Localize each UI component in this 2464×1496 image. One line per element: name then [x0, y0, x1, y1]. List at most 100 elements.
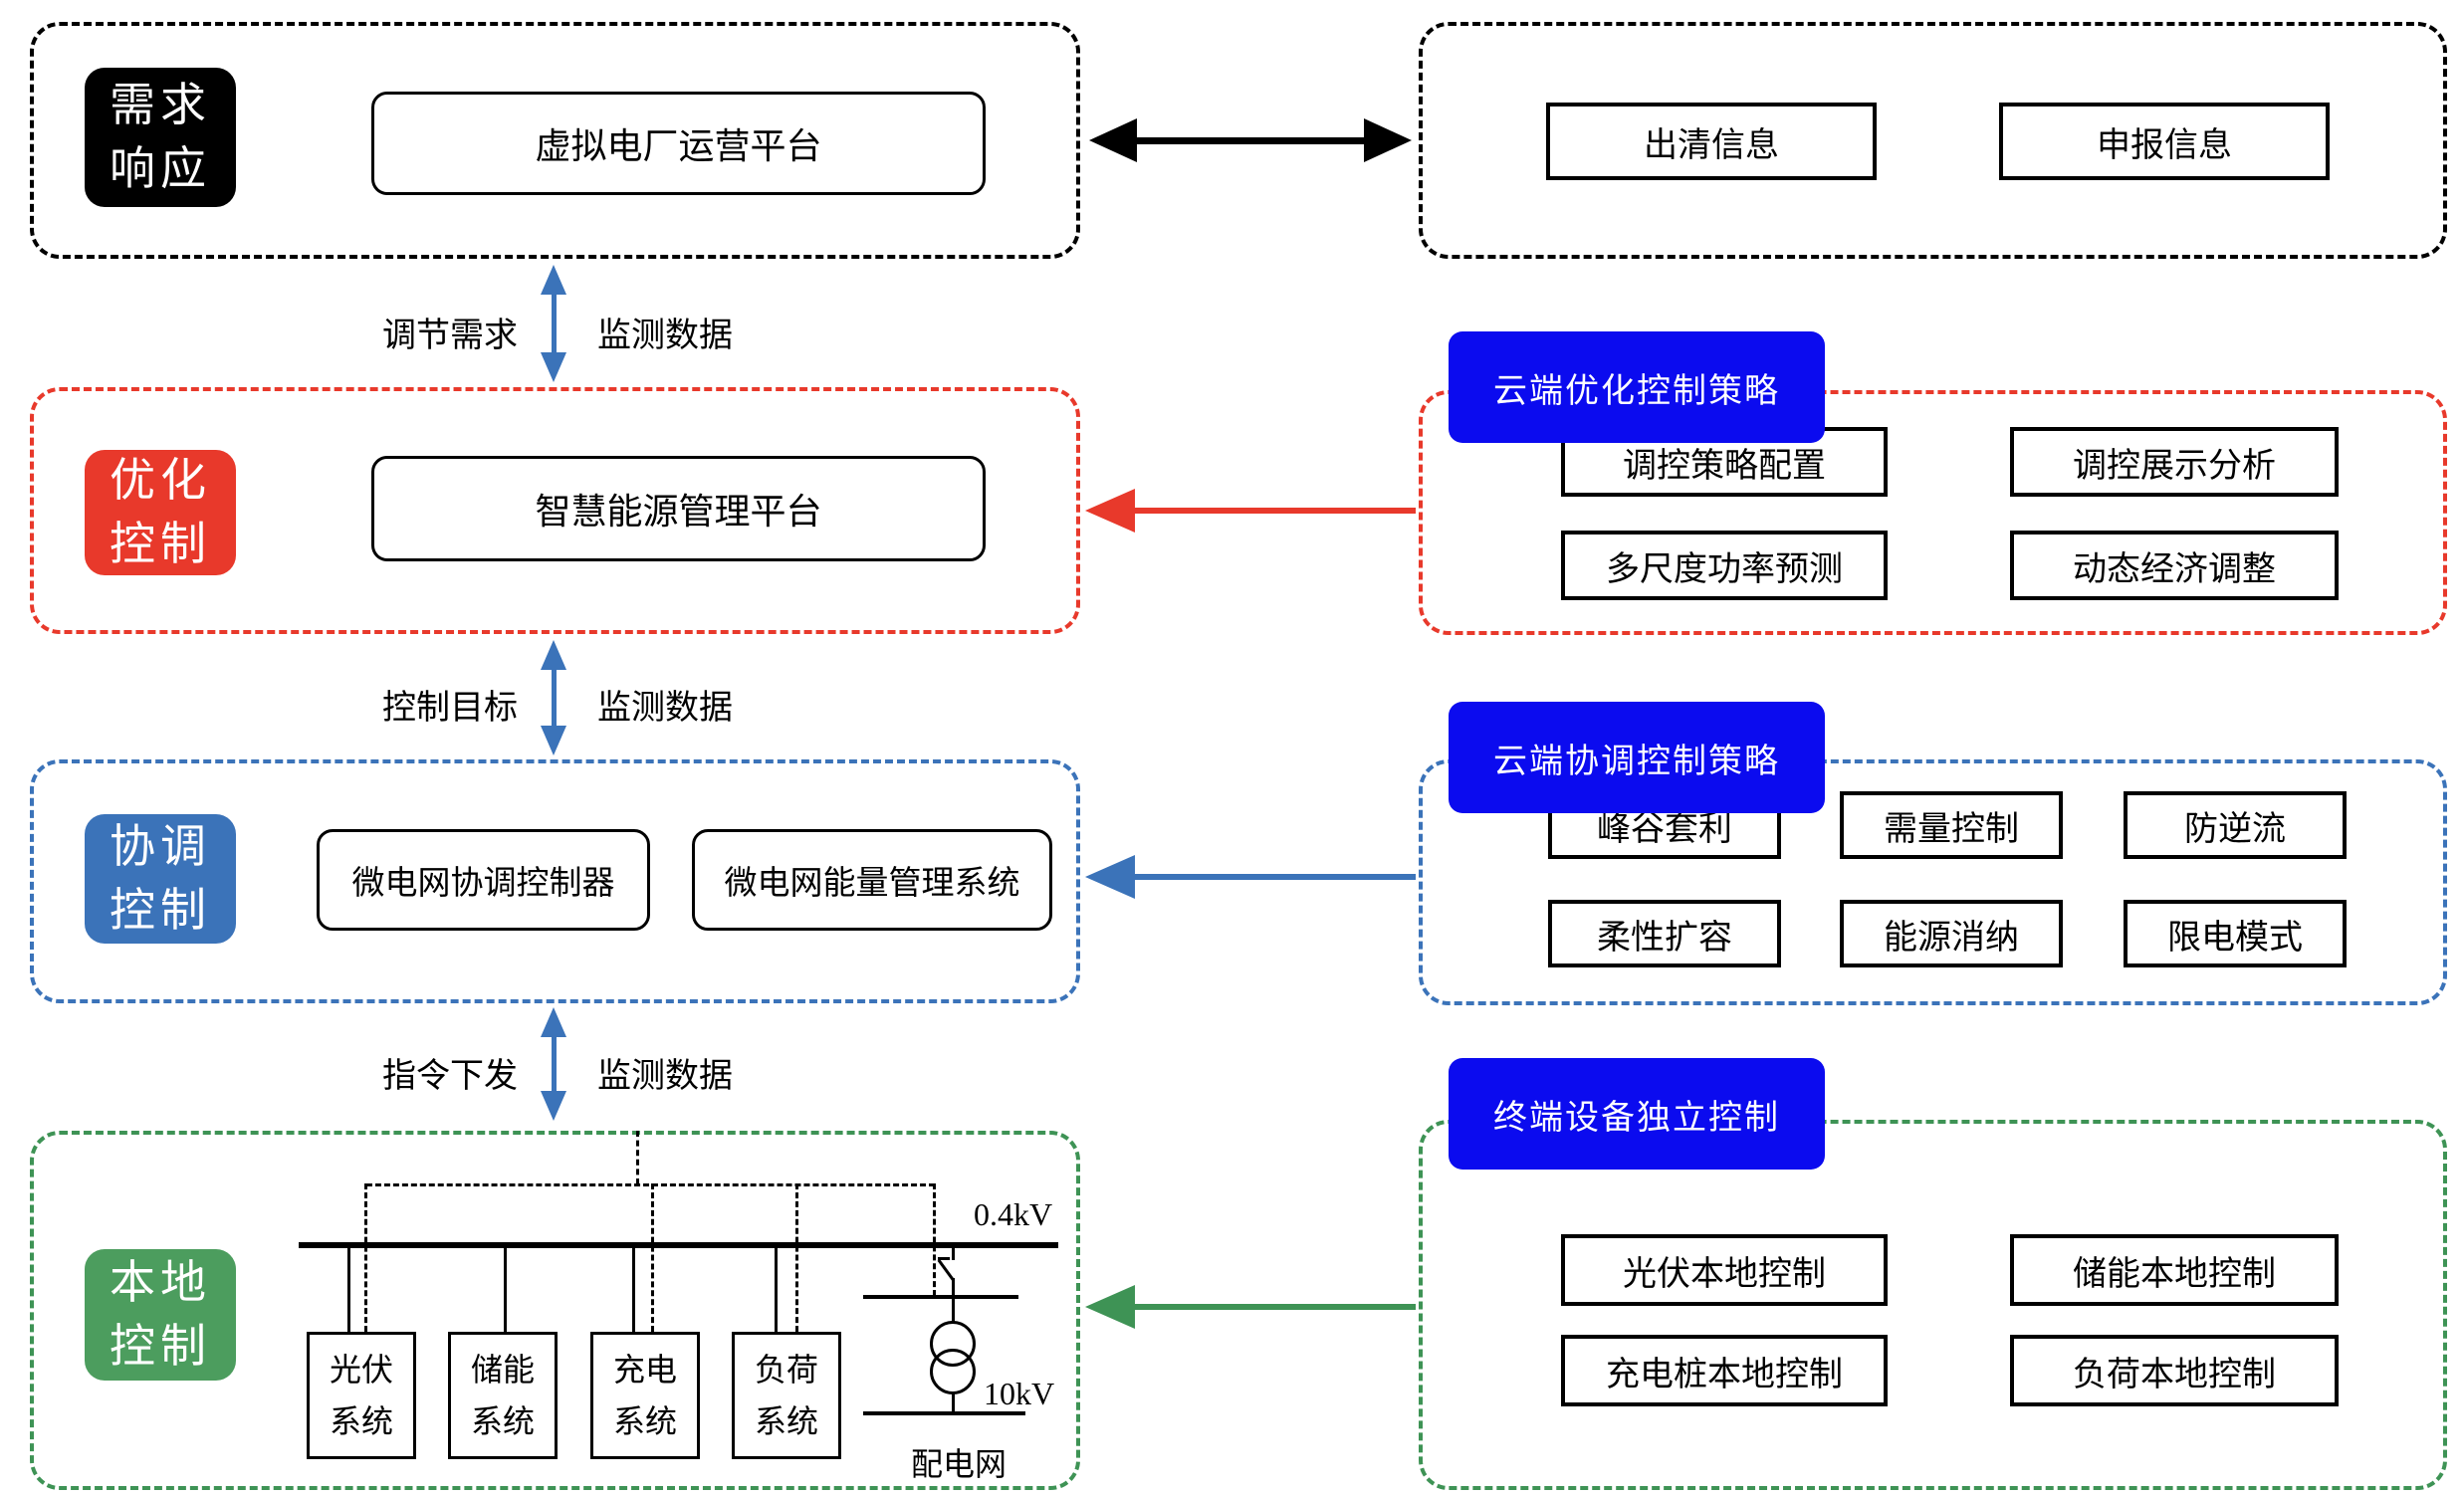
comm-drop-pv: [364, 1183, 367, 1332]
microgrid-ems-box: 微电网能量管理系统: [692, 829, 1052, 931]
strategy-label: 调控策略配置: [1623, 447, 1826, 485]
strategy-box: 动态经济调整: [2010, 531, 2339, 600]
sys-line: 系统: [470, 1403, 535, 1439]
arrow-right-icon: [1364, 118, 1412, 162]
strategy-label: 多尺度功率预测: [1606, 550, 1843, 588]
energy-mgmt-platform-box: 智慧能源管理平台: [371, 456, 986, 561]
switch-lower-line: [952, 1278, 955, 1297]
storage-system-box: 储能 系统: [448, 1332, 558, 1459]
strategy-box: 柔性扩容: [1548, 900, 1781, 967]
pv-system-box: 光伏 系统: [307, 1332, 416, 1459]
transformer-upper-bus-line: [863, 1295, 1018, 1299]
strategy-label: 柔性扩容: [1597, 919, 1732, 957]
terminal-control-header-label: 终端设备独立控制: [1493, 1099, 1780, 1137]
strategy-box: 需量控制: [1840, 791, 2063, 859]
sys-line: 光伏: [329, 1352, 393, 1388]
connector2-shaft: [552, 666, 557, 730]
strategy-box: 调控展示分析: [2010, 427, 2339, 497]
strategy-label: 负荷本地控制: [2073, 1356, 2276, 1393]
strategy-label: 限电模式: [2167, 919, 2303, 957]
strategy-label: 动态经济调整: [2073, 550, 2276, 588]
coordinate-tag: 协调 控制: [85, 814, 236, 944]
strategy-label: 能源消纳: [1884, 919, 2019, 957]
tag-line: 需求: [110, 79, 211, 130]
tag-line: 优化: [110, 454, 211, 506]
terminal-control-box: [1419, 1120, 2447, 1490]
power-bus-04kv-line: [299, 1242, 1058, 1248]
tag-line: 协调: [110, 820, 211, 872]
coordinate-layer-box: [30, 759, 1080, 1003]
strategy-box: 储能本地控制: [2010, 1234, 2339, 1306]
connector2-right-label: 监测数据: [597, 690, 733, 727]
strategy-label: 充电桩本地控制: [1606, 1356, 1843, 1393]
vpp-platform-label: 虚拟电厂运营平台: [535, 126, 822, 166]
sys-line: 负荷: [754, 1352, 818, 1388]
connector2-left-label: 控制目标: [382, 690, 518, 727]
clearing-info-label: 出清信息: [1644, 126, 1779, 164]
cloud-optimize-header-label: 云端优化控制策略: [1493, 372, 1780, 410]
switch-upper-line: [952, 1248, 955, 1260]
optimize-tag: 优化 控制: [85, 450, 236, 575]
sys-line: 系统: [612, 1403, 677, 1439]
strategy-label: 调控展示分析: [2073, 447, 2276, 485]
comm-drop-charging: [651, 1183, 654, 1332]
market-link-shaft: [1133, 137, 1366, 144]
local-tag: 本地 控制: [85, 1249, 236, 1381]
transformer-icon: [930, 1349, 976, 1394]
arrow-left-icon: [1085, 855, 1135, 899]
cloud-coordinate-header: 云端协调控制策略: [1449, 702, 1825, 813]
energy-mgmt-platform-label: 智慧能源管理平台: [535, 492, 822, 532]
strategy-label: 峰谷套利: [1597, 810, 1732, 848]
tag-line: 控制: [110, 519, 211, 569]
power-drop-charging: [632, 1248, 635, 1332]
strategy-box: 能源消纳: [1840, 900, 2063, 967]
declaration-info-box: 申报信息: [1999, 103, 2330, 180]
transformer-lower-lead: [952, 1392, 955, 1412]
terminal-control-header: 终端设备独立控制: [1449, 1058, 1825, 1170]
strategy-label: 需量控制: [1884, 810, 2019, 848]
cloud-coordinate-header-label: 云端协调控制策略: [1493, 743, 1780, 780]
clearing-info-box: 出清信息: [1546, 103, 1877, 180]
comm-drop-load: [795, 1183, 798, 1332]
grid-voltage-label: 10kV: [984, 1376, 1055, 1411]
connector1-shaft: [552, 291, 557, 356]
strategy-box: 负荷本地控制: [2010, 1335, 2339, 1406]
charging-system-box: 充电 系统: [590, 1332, 700, 1459]
transformer-upper-lead: [952, 1299, 955, 1323]
arrow-up-icon: [541, 1007, 566, 1037]
tag-line: 响应: [110, 143, 211, 194]
sys-line: 储能: [470, 1352, 535, 1388]
sys-line: 系统: [329, 1403, 393, 1439]
optimize-layer-box: [30, 387, 1080, 634]
load-system-box: 负荷 系统: [732, 1332, 841, 1459]
connector1-left-label: 调节需求: [382, 318, 518, 354]
strategy-box: 充电桩本地控制: [1561, 1335, 1888, 1406]
strategy-label: 光伏本地控制: [1623, 1255, 1826, 1293]
connector3-right-label: 监测数据: [597, 1058, 733, 1095]
strategy-box: 限电模式: [2124, 900, 2347, 967]
connector3-left-label: 指令下发: [382, 1058, 518, 1095]
comm-drop-grid: [933, 1183, 936, 1296]
sys-line: 充电: [612, 1352, 677, 1388]
arrow-down-icon: [541, 1091, 566, 1121]
microgrid-controller-label: 微电网协调控制器: [351, 866, 615, 902]
local-layer-box: [30, 1131, 1080, 1490]
strategy-box: 光伏本地控制: [1561, 1234, 1888, 1306]
demand-response-tag: 需求 响应: [85, 68, 236, 207]
arrow-left-icon: [1085, 489, 1135, 533]
vpp-platform-box: 虚拟电厂运营平台: [371, 92, 986, 195]
tag-line: 本地: [110, 1256, 211, 1308]
sys-line: 系统: [754, 1403, 818, 1439]
bus-voltage-label: 0.4kV: [974, 1196, 1053, 1232]
switch-tick: [938, 1257, 950, 1260]
grid-bus-line: [863, 1411, 1025, 1415]
coordinate-link-shaft: [1131, 874, 1416, 880]
power-drop-load: [775, 1248, 778, 1332]
connector3-shaft: [552, 1033, 557, 1095]
optimize-link-shaft: [1131, 508, 1416, 514]
cloud-optimize-header: 云端优化控制策略: [1449, 331, 1825, 443]
arrow-down-icon: [541, 352, 566, 382]
demand-response-layer-box: [30, 22, 1080, 259]
distribution-grid-label: 配电网: [910, 1446, 1007, 1482]
microgrid-controller-box: 微电网协调控制器: [317, 829, 650, 931]
